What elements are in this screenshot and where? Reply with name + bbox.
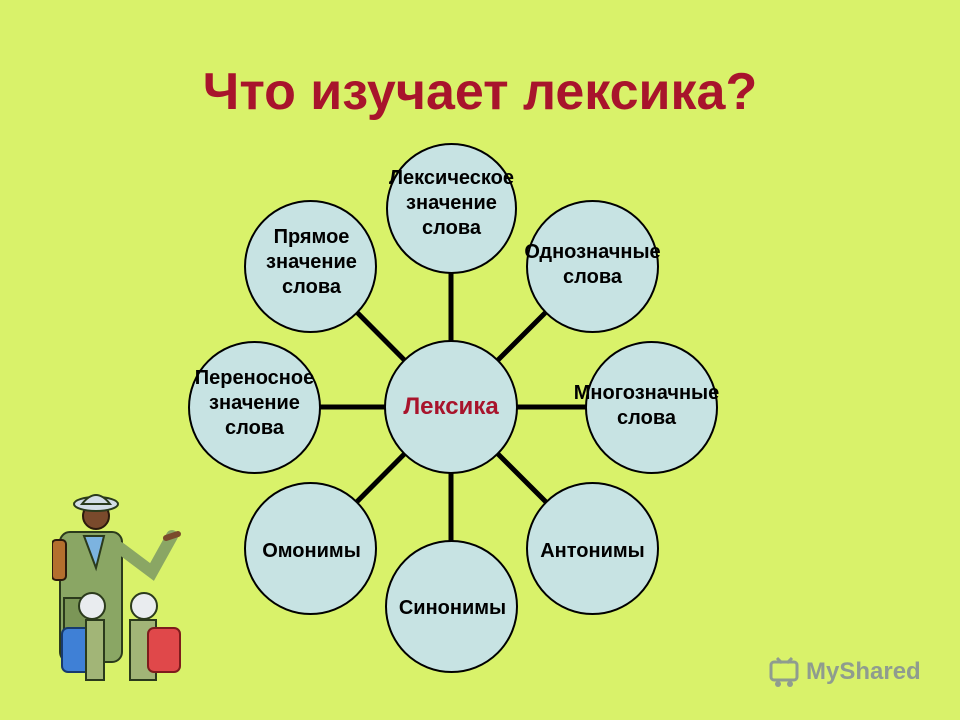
node-label-unambiguous-words: Однозначные слова [524,241,661,288]
slide-title: Что изучает лексика? [202,63,758,121]
teacher-students-illustration [52,494,181,681]
node-synonyms-circle [385,540,518,673]
center-node-circle [384,340,518,474]
node-label-polysemous-words: Многозначные слова [573,382,720,429]
node-homonyms-circle [244,482,377,615]
node-label-synonyms: Синонимы [398,597,507,619]
node-label-figurative-meaning: Переносное значение слова [194,367,315,439]
node-lexical-meaning-circle [386,143,517,274]
watermark-text: MyShared [806,658,921,685]
node-label-lexical-meaning: Лексическое значение слова [389,167,514,239]
node-label-antonyms: Антонимы [540,540,645,562]
node-antonyms-circle [526,482,659,615]
node-label-homonyms: Омонимы [262,540,361,562]
node-direct-meaning-circle [244,200,377,333]
center-node-label: Лексика [403,393,499,420]
myshared-logo-icon [769,656,799,687]
node-figurative-meaning-circle [188,341,321,474]
myshared-watermark: MyShared [768,656,921,688]
node-label-direct-meaning: Прямое значение слова [266,226,357,298]
node-unambiguous-words-circle [526,200,659,333]
node-polysemous-words-circle [585,341,718,474]
